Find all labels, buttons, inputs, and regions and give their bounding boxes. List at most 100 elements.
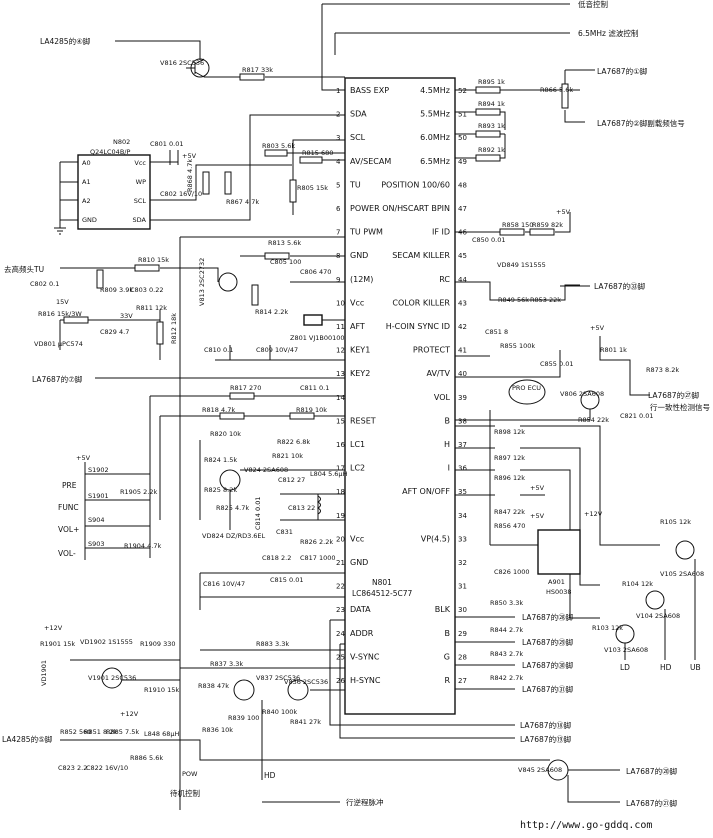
rc-protect-block: VD849 1S1555 LA7687的㉝脚 R849 56k R853 22k… — [455, 261, 645, 405]
ground-symbol — [54, 227, 66, 235]
r817-label: R817 33k — [242, 66, 273, 74]
reset-block: R818 4.7k R819 10k R820 10k R822 6.8k R8… — [159, 406, 345, 540]
ic-right-pin-number: 43 — [458, 299, 467, 307]
c809-label: C809 10V/47 — [256, 346, 298, 354]
c826-label: C826 1000 — [494, 568, 530, 576]
hs0038-ref: A901 — [548, 578, 565, 586]
audio-mute-block: LA4285的⑤脚 R852 560 R851 8.2k R885 7.5k +… — [2, 710, 550, 772]
mhz-control-label: 6.5MHz 滤波控制 — [578, 28, 638, 38]
la7687-pin19-label: LA7687的⑲脚 — [520, 734, 571, 744]
ic-right-pin-name: R — [444, 676, 450, 685]
ic-right-pin-number: 47 — [458, 205, 467, 213]
r844-label: R844 2.7k — [490, 626, 523, 634]
r851-label: R851 8.2k — [84, 728, 117, 736]
r803-label: R803 5.6k — [262, 142, 295, 150]
ic-left-pin-name: GND — [350, 558, 368, 567]
ic-right-pin-number: 38 — [458, 417, 467, 425]
r822-label: R822 6.8k — [277, 438, 310, 446]
r812-label: R812 18k — [170, 313, 178, 344]
r839-label: R839 100 — [228, 714, 259, 722]
ic-left-pin-number: 1 — [336, 87, 340, 95]
ic-right-pin-name: 6.5MHz — [420, 157, 450, 166]
c814-label: C814 0.01 — [254, 497, 262, 530]
watermark-url: http://www.go-gddq.com — [520, 820, 652, 831]
la7687-pin28-label: LA7687的㉘脚 — [522, 612, 573, 622]
resistor-r866 — [561, 83, 569, 109]
ic-left-pin-name: Vcc — [350, 534, 364, 543]
r1904-label: R1904 4.7k — [124, 542, 161, 550]
ic-left-pin-number: 9 — [336, 276, 340, 284]
audio-plus12v: +12V — [120, 710, 139, 718]
r858-label: R858 150 — [502, 221, 533, 229]
inductor-l804 — [317, 495, 321, 515]
r885-label: R885 7.5k — [106, 728, 139, 736]
c803-label: C803 0.22 — [130, 286, 163, 294]
plus5v-top: +5V — [182, 152, 197, 160]
ic-right-pin-number: 51 — [458, 111, 467, 119]
ic-right-pin-name: COLOR KILLER — [392, 298, 450, 307]
pin49-wire — [455, 134, 506, 159]
la4285-pin4-label: LA4285的④脚 — [40, 36, 90, 46]
ic-left-pin-name: RESET — [350, 416, 376, 425]
ic-right-pin-name: G — [444, 652, 450, 661]
tu-pwm-block: R813 5.6k C805 100 C806 470 V813 2SC2732… — [179, 236, 345, 810]
ic-right-pin-name: B — [445, 629, 451, 638]
key-func[interactable]: FUNC — [58, 503, 79, 512]
transistor-v836 — [287, 679, 309, 701]
pro-ecu-label: PRO ECU — [512, 384, 541, 392]
resistor-r867 — [224, 171, 232, 195]
eeprom-right-pin: WP — [136, 178, 146, 186]
ic-right-pin-name: 6.0MHz — [420, 133, 450, 142]
ic-left-pin-name: SCL — [350, 133, 366, 142]
eeprom-left-pin: A2 — [82, 197, 91, 205]
r898-label: R898 12k — [494, 428, 525, 436]
c801-label: C801 0.01 — [150, 140, 183, 148]
main-ic-part: LC864512-5C77 — [352, 589, 413, 598]
key-volm[interactable]: VOL- — [58, 549, 76, 558]
r826-label: R826 2.2k — [300, 538, 333, 546]
vcc2-block: C818 2.2 C817 1000 C816 10V/47 C815 0.01 — [199, 554, 345, 610]
tuner-label: 去高频头TU — [4, 264, 44, 274]
key-pre[interactable]: PRE — [62, 481, 77, 490]
bus-pullup-block: +5V C801 0.01 C802 16V/10 R868 4.7k R867… — [150, 139, 345, 215]
c810-label: C810 0.1 — [204, 346, 233, 354]
r883-label: R883 3.3k — [256, 640, 289, 648]
main-ic-body — [344, 77, 456, 715]
r897-label: R897 12k — [494, 454, 525, 462]
c850-label: C850 0.01 — [472, 236, 505, 244]
ic-right-pin-name: H-COIN SYNC ID — [386, 322, 450, 331]
c851-label: C851 8 — [485, 328, 508, 336]
ic-right-pin-name: SECAM KILLER — [392, 251, 450, 260]
c818-label: C818 2.2 — [262, 554, 291, 562]
ic-left-pin-number: 7 — [336, 229, 340, 237]
vd1902-label: VD1902 1S1555 — [80, 638, 133, 646]
r1909-label: R1909 330 — [140, 640, 176, 648]
la7687-pin31-label: LA7687的㉛脚 — [522, 684, 573, 694]
v33-label: 33V — [120, 312, 133, 320]
key-volp[interactable]: VOL+ — [58, 525, 79, 534]
r894-label: R894 1k — [478, 100, 505, 108]
ic-left-pin-number: 4 — [336, 158, 341, 166]
ic-left-pin-name: LC1 — [350, 440, 365, 449]
bass-control-label: 低音控制 — [578, 0, 608, 9]
c829-label: C829 4.7 — [100, 328, 129, 336]
if-id-block: R858 150 R859 82k +5V C850 0.01 — [455, 208, 571, 244]
resistor-r868 — [202, 171, 210, 195]
ic-right-pin-number: 37 — [458, 441, 467, 449]
eeprom-left-pin: A0 — [82, 159, 91, 167]
resistor-r817 — [239, 73, 265, 81]
v104-label: V104 2SA608 — [636, 612, 680, 620]
eeprom-right-pin: SCL — [134, 197, 147, 205]
vd849-label: VD849 1S1555 — [497, 261, 546, 269]
v837-label: V837 2SC536 — [256, 674, 300, 682]
ic-left-pin-name: POWER ON/H — [350, 204, 403, 213]
transistor-v816: V816 2SC536 R817 33k — [160, 58, 345, 81]
c811-label: C811 0.1 — [300, 384, 329, 392]
ic-left-pin-name: BASS EXP — [350, 86, 389, 95]
r819-label: R819 10k — [296, 406, 327, 414]
la7687-pin29-label: LA7687的㉙脚 — [522, 637, 573, 647]
ic-right-pin-name: RC — [439, 275, 450, 284]
c821-label: C821 0.01 — [620, 412, 653, 420]
